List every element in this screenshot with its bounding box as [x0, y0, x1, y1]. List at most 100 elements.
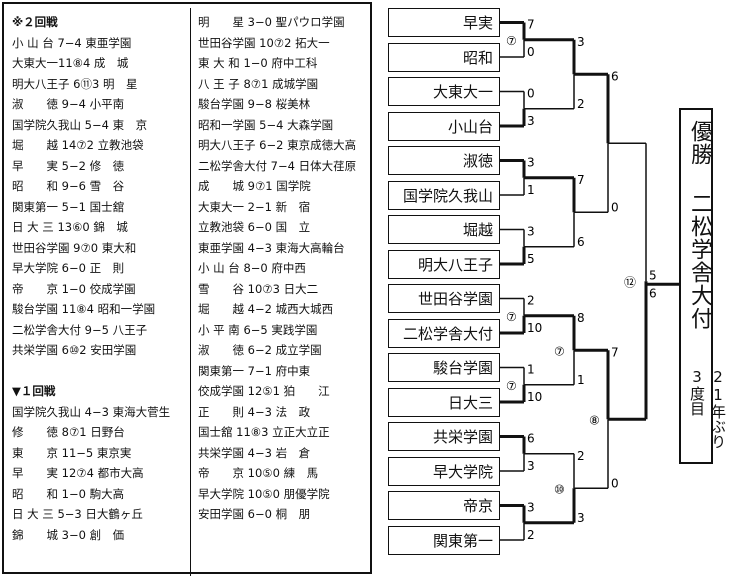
score: 3	[527, 459, 535, 473]
result-line: 東亜学園 4−3 東海大高輪台	[198, 240, 345, 255]
score: 3	[577, 35, 585, 49]
score: 2	[577, 449, 585, 463]
result-line: 修 徳 8⑦1 日野台	[12, 425, 125, 439]
result-line: 昭 和 9−6 雪 谷	[12, 179, 125, 193]
score: 3	[527, 156, 535, 170]
team-box: 世田谷学園	[388, 284, 500, 313]
score: 8	[577, 311, 585, 325]
score: 10	[527, 321, 542, 335]
round-header: ▼１回戦	[12, 384, 56, 398]
result-line: 早 実 5−2 修 徳	[12, 158, 125, 173]
result-line: 東 京 11−5 東京実	[12, 445, 132, 460]
score: 0	[527, 45, 535, 59]
score: 2	[527, 294, 535, 308]
team-box: 小山台	[388, 111, 500, 141]
score: 5	[649, 268, 657, 282]
result-line: 大東大一11⑧4 成 城	[12, 56, 129, 70]
score: 1	[527, 183, 535, 197]
result-line: 駿台学園 9−8 桜美林	[198, 97, 311, 111]
result-line: 雪 谷 10⑦3 日大二	[198, 281, 319, 296]
score: 0	[527, 87, 535, 101]
result-line: 錦 城 3−0 創 価	[12, 527, 125, 542]
team-box: 共栄学園	[388, 422, 500, 451]
score: 0	[611, 476, 619, 490]
score: 2	[527, 528, 535, 542]
results-panel: ※２回戦小 山 台 7−4 東亜学園大東大一11⑧4 成 城明大八王子 6⑪3 …	[2, 2, 374, 576]
result-line: 淑 徳 6−2 成立学園	[198, 343, 322, 357]
result-line: 二松学舎大付 9−5 八王子	[12, 322, 148, 337]
score: 1	[577, 373, 585, 387]
result-line: 関東第一 7−1 府中東	[198, 363, 311, 378]
result-line	[12, 361, 188, 382]
result-line: 国学院久我山 5−4 東 京	[12, 117, 148, 132]
result-line: 大東大一 2−1 新 宿	[198, 199, 311, 214]
score: 6	[527, 432, 535, 446]
result-line: 成 城 9⑦1 国学院	[198, 179, 311, 193]
result-line: 小 山 台 8−0 府中西	[198, 261, 306, 275]
result-line: 昭 和 1−0 駒大高	[12, 486, 125, 501]
score: 6	[611, 69, 619, 83]
innings-mark: ⑦	[506, 34, 517, 48]
result-line: 国士舘 11⑧3 立正大立正	[198, 425, 330, 439]
column-divider	[190, 8, 191, 576]
result-line: 帝 京 1−0 佼成学園	[12, 281, 136, 296]
score: 3	[527, 114, 535, 128]
result-line: 二松学舎大付 7−4 日体大荏原	[198, 158, 357, 173]
result-line: 小 平 南 6−5 実践学園	[198, 322, 318, 337]
result-line: 淑 徳 9−4 小平南	[12, 97, 125, 111]
result-line: 東 大 和 1−0 府中工科	[198, 56, 318, 70]
score: 7	[611, 345, 619, 359]
team-box: 明大八王子	[388, 249, 500, 279]
result-line: 共栄学園 6⑩2 安田学園	[12, 343, 137, 357]
innings-mark: ⑦	[554, 344, 565, 358]
score: 10	[527, 390, 542, 404]
team-box: 帝京	[388, 491, 500, 520]
champion-title: 優勝 二松学舎大付	[687, 120, 712, 330]
result-line: 早大学院 6−0 正 則	[12, 261, 125, 275]
score: 7	[577, 173, 585, 187]
team-box: 国学院久我山	[388, 180, 500, 210]
score: 1	[527, 363, 535, 377]
result-line: 日 大 三 13⑥0 錦 城	[12, 220, 128, 234]
result-line: 早 実 12⑦4 都市大高	[12, 466, 144, 480]
team-box: 駿台学園	[388, 353, 500, 382]
innings-mark: ⑩	[554, 482, 565, 496]
team-box: 日大三	[388, 387, 500, 417]
result-line: 堀 越 4−2 城西大城西	[198, 302, 334, 316]
result-line: 佼成学園 12⑤1 狛 江	[198, 384, 330, 398]
score: 6	[649, 286, 657, 300]
innings-mark: ⑦	[506, 310, 517, 324]
innings-mark: ⑧	[589, 413, 600, 427]
score: 6	[577, 235, 585, 249]
team-box: 堀越	[388, 215, 500, 244]
team-box: 早大学院	[388, 456, 500, 486]
team-box: 関東第一	[388, 525, 500, 555]
team-box: 二松学舎大付	[388, 318, 500, 348]
result-line: 世田谷学園 10⑦2 拓大一	[198, 35, 330, 50]
result-line: 早大学院 10⑤0 朋優学院	[198, 486, 330, 501]
result-line: 関東第一 5−1 国士舘	[12, 199, 125, 214]
champion-box: 優勝 二松学舎大付 21年ぶり3度目	[679, 108, 727, 464]
innings-mark: ⑫	[624, 275, 636, 289]
result-line: 駿台学園 11⑧4 昭和一学園	[12, 302, 156, 316]
result-line: 世田谷学園 9⑦0 東大和	[12, 240, 137, 255]
team-box: 昭和	[388, 42, 500, 72]
result-line: 明大八王子 6−2 東京成徳大高	[198, 138, 357, 152]
result-line: 安田学園 6−0 桐 朋	[198, 507, 311, 521]
score: 5	[527, 252, 535, 266]
result-line: 明大八王子 6⑪3 明 星	[12, 76, 138, 91]
result-line: 正 則 4−3 法 政	[198, 404, 311, 419]
score: 3	[527, 225, 535, 239]
team-box: 早実	[388, 8, 500, 37]
innings-mark: ⑦	[506, 379, 517, 393]
score: 7	[527, 18, 535, 32]
result-line: 国学院久我山 4−3 東海大菅生	[12, 404, 171, 419]
results-column-2: 明 星 3−0 聖パウロ学園世田谷学園 10⑦2 拓大一東 大 和 1−0 府中…	[198, 12, 374, 525]
champion-note: 21年ぶり3度目	[688, 368, 727, 449]
score: 0	[611, 200, 619, 214]
team-box: 大東大一	[388, 77, 500, 106]
result-line: 八 王 子 8⑦1 成城学園	[198, 76, 319, 91]
result-line: 昭和一学園 5−4 大森学園	[198, 117, 334, 132]
